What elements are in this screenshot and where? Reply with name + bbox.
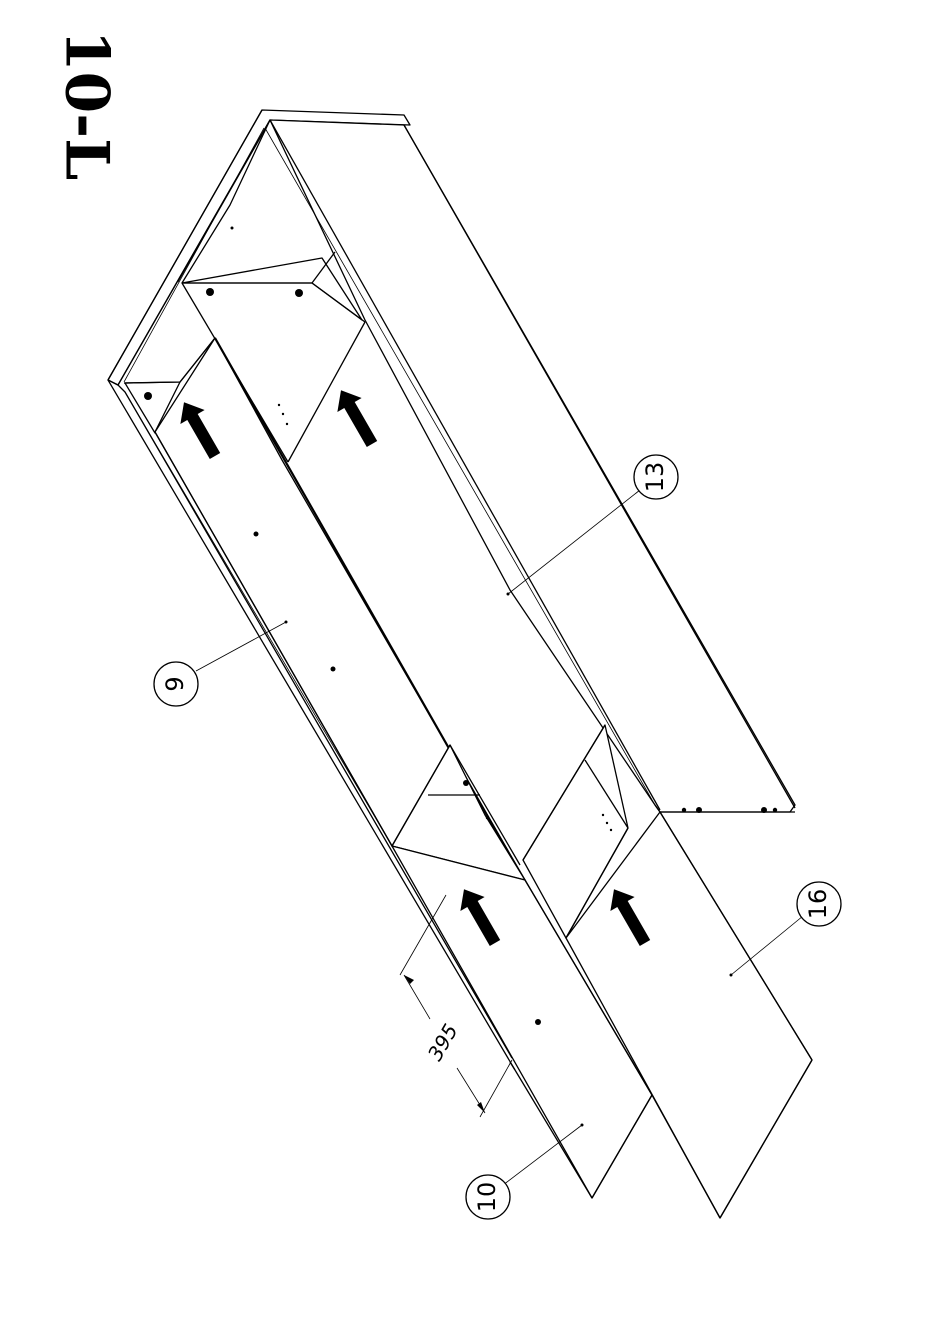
step-label-group: 10-L bbox=[52, 30, 122, 181]
dimension-label: 395 bbox=[423, 1020, 463, 1065]
callout-9: 9 bbox=[154, 621, 288, 707]
callout-10-label: 10 bbox=[473, 1182, 501, 1213]
callout-16: 16 bbox=[730, 882, 842, 977]
left-side-inner bbox=[118, 385, 512, 1058]
callout-9-label: 9 bbox=[161, 676, 189, 691]
callout-13-label: 13 bbox=[641, 462, 669, 493]
step-label: 10-L bbox=[52, 30, 122, 181]
callout-16-label: 16 bbox=[804, 889, 832, 920]
arrow-icon bbox=[329, 383, 384, 451]
